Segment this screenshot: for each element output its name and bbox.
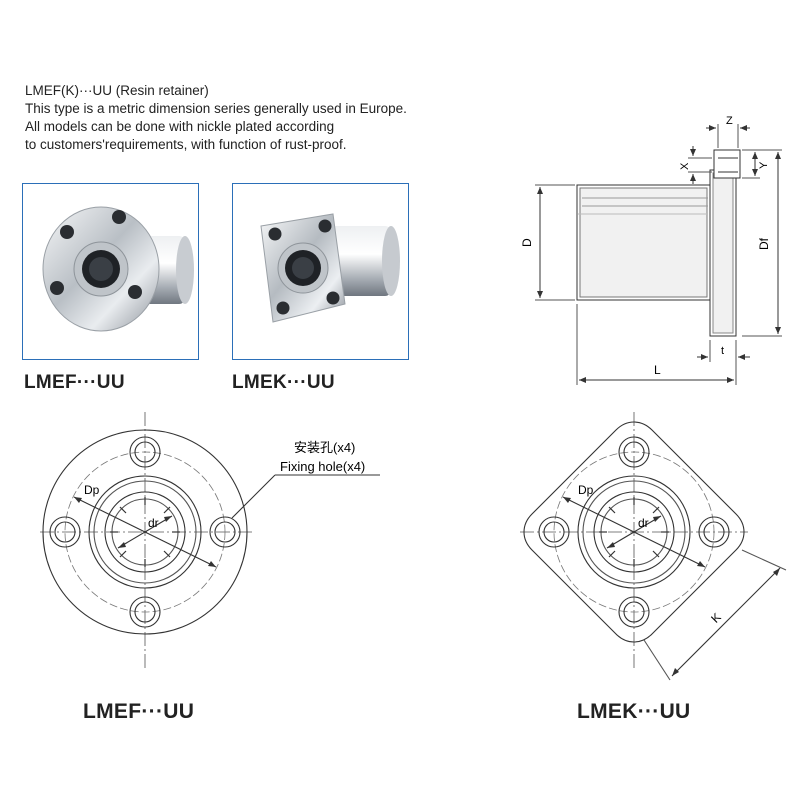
ball-markers-round [110, 497, 180, 567]
square-view-caption: LMEK···UU [577, 700, 691, 723]
square-label-k: K [708, 610, 724, 626]
description-line-2: This type is a metric dimension series g… [25, 101, 407, 116]
label-d: D [520, 238, 534, 247]
round-label-dp: Dp [84, 483, 100, 497]
label-x: X [679, 162, 691, 170]
round-callout-en: Fixing hole(x4) [280, 459, 365, 474]
description-line-3: All models can be done with nickle plate… [25, 119, 335, 134]
photo-round-flange [22, 183, 199, 360]
round-callout-cn: 安装孔(x4) [294, 440, 355, 455]
round-label-dr: dr [148, 516, 159, 530]
label-df: Df [757, 237, 771, 250]
photo-round-caption: LMEF···UU [24, 372, 125, 393]
label-y: Y [758, 161, 770, 169]
label-z: Z [726, 115, 733, 127]
ball-markers-square [599, 497, 669, 567]
photo-square-caption: LMEK···UU [232, 372, 335, 393]
square-label-dr: dr [638, 516, 649, 530]
photo-square-flange [232, 183, 409, 360]
description-title: LMEF(K)···UU (Resin retainer) [25, 83, 209, 98]
label-t: t [721, 345, 724, 357]
description-line-4: to customers'requirements, with function… [25, 137, 347, 152]
description-block: LMEF(K)···UU (Resin retainer) This type … [25, 82, 407, 154]
round-view-caption: LMEF···UU [83, 700, 195, 723]
square-label-dp: Dp [578, 483, 594, 497]
label-l: L [654, 363, 661, 377]
